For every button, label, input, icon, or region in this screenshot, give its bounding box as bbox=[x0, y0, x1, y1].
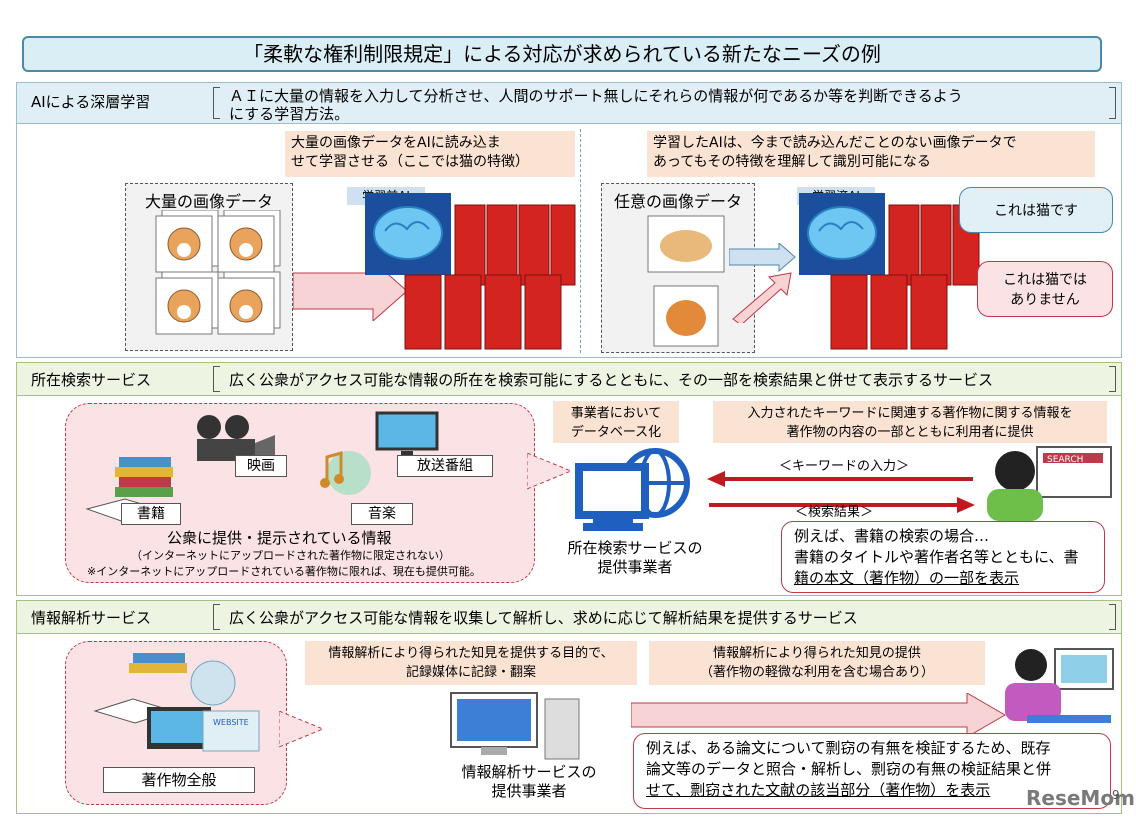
tv-icon bbox=[375, 411, 439, 459]
broadcast-label: 放送番組 bbox=[397, 455, 493, 477]
location-search-section: 所在検索サービス 広く公衆がアクセス可能な情報の所在を検索可能にするとともに、そ… bbox=[16, 362, 1122, 596]
database-note-2: データベース化 bbox=[570, 425, 662, 440]
location-example-2: 書籍のタイトルや著作者名等とともに、書 bbox=[794, 548, 1079, 566]
analysis-example-1: 例えば、ある論文について剽窃の有無を検証するため、既存 bbox=[646, 739, 1051, 757]
image-data-title: 大量の画像データ bbox=[144, 192, 273, 211]
cat-dog-images-icon bbox=[647, 215, 725, 347]
left-bracket bbox=[213, 604, 220, 630]
before-ai-servers bbox=[365, 193, 576, 350]
analysis-example-2: 論文等のデータと照合・解析し、剽窃の有無の検証結果と併 bbox=[646, 760, 1052, 778]
input-arrows bbox=[729, 243, 796, 323]
right-bracket bbox=[1109, 366, 1116, 392]
works-bubble-tail bbox=[279, 711, 325, 748]
ai-desc-line2: にする学習方法。 bbox=[229, 105, 350, 123]
analysis-provider-1: 情報解析サービスの bbox=[461, 763, 597, 781]
left-caption-1: 大量の画像データをAIに読み込ま bbox=[291, 135, 501, 151]
page-number: 9 bbox=[1112, 788, 1120, 802]
left-bracket bbox=[213, 366, 220, 392]
provide-note-2: （著作物の軽微な利用を含む場合あり） bbox=[699, 665, 934, 680]
left-caption-2: せて学習させる（ここでは猫の特徴） bbox=[291, 154, 529, 170]
location-example-1: 例えば、書籍の検索の場合… bbox=[794, 527, 990, 545]
resemom-watermark: ReseMom bbox=[1026, 786, 1135, 810]
bubble-tail bbox=[527, 453, 573, 490]
divider bbox=[580, 129, 581, 353]
database-note-1: 事業者において bbox=[570, 406, 662, 421]
analysis-provider: 情報解析サービスの 提供事業者 bbox=[447, 763, 611, 801]
analysis-example-3: せて、剽窃された文献の該当部分（著作物）を表示 bbox=[646, 781, 991, 799]
right-bracket bbox=[1109, 87, 1116, 119]
keyword-input-label: ＜キーワードの入力＞ bbox=[779, 459, 910, 474]
cat-images-icon bbox=[155, 210, 281, 335]
location-section-header: 所在検索サービス 広く公衆がアクセス可能な情報の所在を検索可能にするとともに、そ… bbox=[17, 363, 1121, 396]
analysis-section-header: 情報解析サービス 広く公衆がアクセス可能な情報を収集して解析し、求めに応じて解析… bbox=[17, 601, 1121, 634]
movie-label: 映画 bbox=[235, 455, 287, 477]
location-section-label: 所在検索サービス bbox=[31, 371, 152, 389]
database-note: 事業者において データベース化 bbox=[553, 401, 679, 443]
right-caption-2: あってもその特徴を理解して識別可能になる bbox=[653, 154, 931, 170]
music-icon bbox=[320, 451, 371, 495]
ai-desc-line1: ＡＩに大量の情報を入力して分析させ、人間のサポート無しにそれらの情報が何であるか… bbox=[229, 87, 963, 105]
after-ai-servers bbox=[799, 193, 980, 350]
works-label: 著作物全般 bbox=[103, 767, 255, 793]
bubble-not-cat: これは猫では ありません bbox=[977, 261, 1113, 317]
provide-arrow bbox=[631, 693, 1006, 737]
location-provider: 所在検索サービスの 提供事業者 bbox=[565, 539, 705, 577]
media-collage-icon: WEBSITE bbox=[93, 653, 260, 752]
analysis-provider-2: 提供事業者 bbox=[491, 782, 567, 800]
bubble-not-cat-2: ありません bbox=[1010, 292, 1080, 308]
provide-note: 情報解析により得られた知見の提供 （著作物の軽微な利用を含む場合あり） bbox=[649, 641, 985, 685]
server-computer-icon bbox=[450, 692, 580, 760]
ai-section: AIによる深層学習 ＡＩに大量の情報を入力して分析させ、人間のサポート無しにそれ… bbox=[16, 82, 1122, 358]
location-example-3: 籍の本文（著作物）の一部を表示 bbox=[794, 569, 1020, 587]
location-provider-2: 提供事業者 bbox=[597, 558, 673, 576]
record-note-2: 記録媒体に記録・翻案 bbox=[405, 665, 536, 680]
flow-note-1: 入力されたキーワードに関連する著作物に関する情報を bbox=[747, 406, 1073, 421]
arbitrary-image-box: 任意の画像データ bbox=[601, 183, 755, 353]
public-info-label: 公衆に提供・提示されている情報 bbox=[167, 529, 392, 547]
books-label: 書籍 bbox=[121, 503, 181, 525]
analysis-section-label: 情報解析サービス bbox=[31, 609, 152, 627]
record-note: 情報解析により得られた知見を提供する目的で、 記録媒体に記録・翻案 bbox=[305, 641, 637, 685]
bubble-this-is-cat: これは猫です bbox=[959, 187, 1113, 233]
public-info-note2: ※インターネットにアップロードされている著作物に限れば、現在も提供可能。 bbox=[87, 565, 481, 578]
bidirectional-arrows bbox=[707, 471, 975, 513]
location-desc: 広く公衆がアクセス可能な情報の所在を検索可能にするとともに、その一部を検索結果と… bbox=[229, 371, 993, 389]
location-example: 例えば、書籍の検索の場合… 書籍のタイトルや著作者名等とともに、書 籍の本文（著… bbox=[781, 521, 1105, 593]
provide-note-1: 情報解析により得られた知見の提供 bbox=[713, 646, 921, 661]
public-info-note1: （インターネットにアップロードされた著作物に限定されない） bbox=[131, 549, 450, 562]
location-provider-1: 所在検索サービスの bbox=[567, 539, 703, 557]
info-analysis-section: 情報解析サービス 広く公衆がアクセス可能な情報を収集して解析し、求めに応じて解析… bbox=[16, 600, 1122, 814]
flow-note: 入力されたキーワードに関連する著作物に関する情報を 著作物の内容の一部とともに利… bbox=[713, 401, 1107, 443]
record-note-1: 情報解析により得られた知見を提供する目的で、 bbox=[328, 646, 614, 661]
svg-text:SEARCH: SEARCH bbox=[1047, 455, 1083, 465]
researcher-icon bbox=[1005, 648, 1114, 723]
music-label: 音楽 bbox=[351, 503, 413, 525]
analysis-example: 例えば、ある論文について剽窃の有無を検証するため、既存 論文等のデータと照合・解… bbox=[633, 733, 1111, 809]
flow-note-2: 著作物の内容の一部とともに利用者に提供 bbox=[786, 425, 1034, 440]
svg-text:WEBSITE: WEBSITE bbox=[213, 718, 249, 727]
right-caption-1: 学習したAIは、今まで読み込んだことのない画像データで bbox=[653, 135, 1017, 151]
search-result-label: ＜検索結果＞ bbox=[795, 505, 874, 520]
user-search-icon: SEARCH bbox=[987, 446, 1112, 521]
arbitrary-image-title: 任意の画像データ bbox=[613, 192, 742, 211]
analysis-desc: 広く公衆がアクセス可能な情報を収集して解析し、求めに応じて解析結果を提供するサー… bbox=[229, 609, 858, 627]
right-bracket bbox=[1109, 604, 1116, 630]
image-data-box: 大量の画像データ bbox=[125, 183, 293, 351]
left-caption: 大量の画像データをAIに読み込ま せて学習させる（ここでは猫の特徴） bbox=[285, 131, 575, 177]
ai-section-header: AIによる深層学習 ＡＩに大量の情報を入力して分析させ、人間のサポート無しにそれ… bbox=[17, 83, 1121, 124]
ai-section-label: AIによる深層学習 bbox=[31, 93, 151, 111]
page-title: 「柔軟な権利制限規定」による対応が求められている新たなニーズの例 bbox=[22, 36, 1102, 72]
globe-computer-icon bbox=[575, 448, 690, 531]
right-caption: 学習したAIは、今まで読み込んだことのない画像データで あってもその特徴を理解し… bbox=[647, 131, 1095, 177]
bubble-not-cat-1: これは猫では bbox=[1003, 272, 1087, 288]
left-bracket bbox=[213, 87, 220, 119]
